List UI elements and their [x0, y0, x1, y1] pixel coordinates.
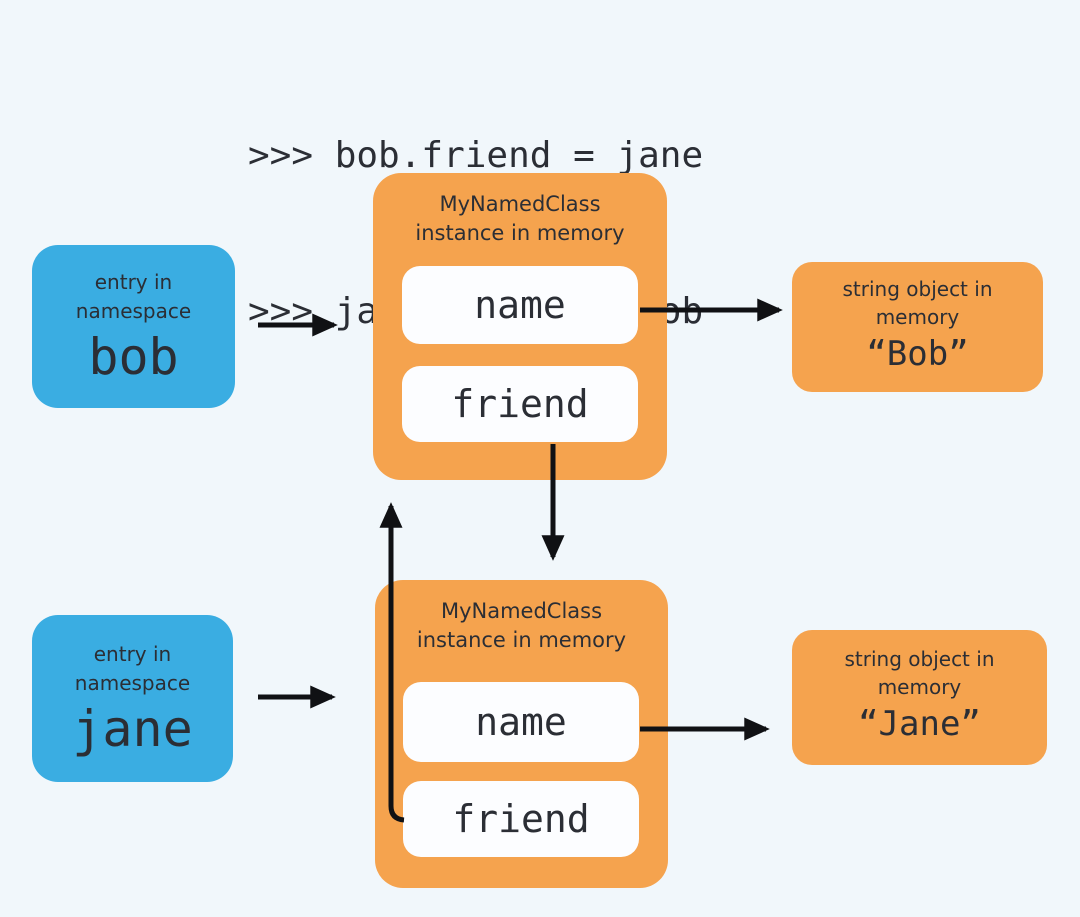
string-value-bob: “Bob” [866, 334, 969, 374]
string-label-line1: string object in [842, 277, 993, 301]
attribute-slot-name: name [403, 682, 639, 762]
string-label-line2: memory [875, 305, 960, 329]
string-object-jane: string object in memory “Jane” [792, 630, 1047, 765]
instance-title-line2: instance in memory [416, 628, 627, 652]
instance-box-jane: MyNamedClass instance in memory name fri… [375, 580, 668, 888]
instance-title-line2: instance in memory [415, 221, 625, 245]
string-value-jane: “Jane” [858, 704, 981, 744]
namespace-label-line2: namespace [75, 298, 192, 323]
instance-title-line1: MyNamedClass [439, 192, 601, 216]
instance-box-bob: MyNamedClass instance in memory name fri… [373, 173, 667, 480]
namespace-entry-bob: entry in namespace bob [32, 245, 235, 408]
attribute-slot-friend: friend [403, 781, 639, 857]
namespace-label-line1: entry in [94, 269, 173, 294]
namespace-name-jane: jane [72, 699, 193, 758]
code-line-1: >>> bob.friend = jane [248, 135, 704, 176]
instance-title-line1: MyNamedClass [440, 599, 603, 623]
string-label-line2: memory [877, 675, 962, 699]
string-label-line1: string object in [844, 647, 995, 671]
namespace-label-line1: entry in [93, 641, 172, 666]
instance-title: MyNamedClass instance in memory [373, 190, 667, 248]
string-object-bob: string object in memory “Bob” [792, 262, 1043, 392]
attribute-slot-name: name [402, 266, 638, 344]
attribute-slot-friend: friend [402, 366, 638, 442]
namespace-name-bob: bob [88, 327, 179, 386]
instance-title: MyNamedClass instance in memory [375, 597, 668, 655]
namespace-entry-jane: entry in namespace jane [32, 615, 233, 782]
namespace-label-line2: namespace [74, 670, 191, 695]
